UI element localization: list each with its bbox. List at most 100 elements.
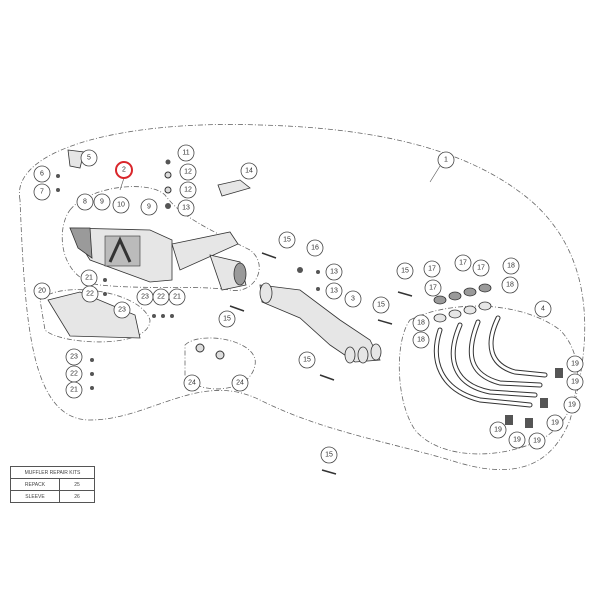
callout-number: 17	[459, 260, 467, 267]
callout-part-9: 9	[140, 198, 158, 216]
callout-circle	[231, 374, 249, 392]
callout-circle	[508, 431, 526, 449]
table-row: SLEEVE 26	[10, 490, 95, 503]
heat-shield-outline	[39, 289, 151, 343]
callout-part-7: 7	[33, 183, 51, 201]
muffler	[69, 227, 247, 291]
callout-number: 17	[428, 266, 436, 273]
callout-circle	[218, 310, 236, 328]
callout-part-4: 4	[534, 300, 552, 318]
callout-circle	[177, 144, 195, 162]
callout-part-16: 16	[306, 239, 324, 257]
callout-part-15: 15	[320, 446, 338, 464]
callout-number: 21	[70, 387, 78, 394]
gaskets	[433, 283, 492, 323]
callout-number: 6	[40, 171, 44, 178]
callout-number: 1	[444, 157, 448, 164]
callout-part-12: 12	[179, 163, 197, 181]
callout-circle	[472, 259, 490, 277]
callout-number: 13	[182, 205, 190, 212]
callout-number: 14	[245, 168, 253, 175]
callout-number: 15	[223, 316, 231, 323]
callout-number: 18	[417, 337, 425, 344]
callout-circle	[33, 165, 51, 183]
callout-circle	[528, 432, 546, 450]
callout-part-5: 5	[80, 149, 98, 167]
callout-part-19: 19	[566, 355, 584, 373]
callout-circle	[566, 355, 584, 373]
callout-circle	[177, 199, 195, 217]
callout-number: 24	[236, 380, 244, 387]
callout-circle	[396, 262, 414, 280]
callout-number: 12	[184, 187, 192, 194]
callout-part-2: 2	[115, 161, 133, 179]
callout-part-23: 23	[136, 288, 154, 306]
callout-part-15: 15	[372, 296, 390, 314]
callout-circle	[112, 196, 130, 214]
callout-part-13: 13	[177, 199, 195, 217]
callout-part-19: 19	[528, 432, 546, 450]
callout-circle	[113, 301, 131, 319]
callout-circle	[81, 285, 99, 303]
callout-part-19: 19	[508, 431, 526, 449]
callout-number: 5	[87, 155, 91, 162]
callout-part-15: 15	[396, 262, 414, 280]
callout-circle	[93, 193, 111, 211]
callout-part-15: 15	[278, 231, 296, 249]
callout-part-24: 24	[183, 374, 201, 392]
link-pipe	[259, 282, 382, 364]
callout-number: 4	[541, 306, 545, 313]
callout-number: 12	[184, 169, 192, 176]
callout-part-18: 18	[412, 331, 430, 349]
callout-part-1: 1	[437, 151, 455, 169]
callout-circle	[179, 181, 197, 199]
callout-circle	[65, 381, 83, 399]
callout-part-10: 10	[112, 196, 130, 214]
callout-part-17: 17	[472, 259, 490, 277]
callout-part-22: 22	[81, 285, 99, 303]
callout-part-3: 3	[344, 290, 362, 308]
callout-number: 13	[330, 288, 338, 295]
callout-number: 15	[377, 302, 385, 309]
callout-part-11: 11	[177, 144, 195, 162]
callout-part-23: 23	[65, 348, 83, 366]
callout-number: 19	[551, 420, 559, 427]
callout-circle	[454, 254, 472, 272]
callout-part-6: 6	[33, 165, 51, 183]
callout-circle	[501, 276, 519, 294]
kit-name: SLEEVE	[10, 490, 60, 503]
bracket	[217, 179, 251, 197]
callout-part-18: 18	[501, 276, 519, 294]
callout-number: 15	[283, 237, 291, 244]
callout-circle	[325, 282, 343, 300]
callout-number: 21	[85, 275, 93, 282]
callout-circle	[140, 198, 158, 216]
callout-part-22: 22	[152, 288, 170, 306]
callout-number: 24	[188, 380, 196, 387]
callout-part-22: 22	[65, 365, 83, 383]
callout-part-19: 19	[563, 396, 581, 414]
fasteners	[56, 159, 563, 428]
callout-part-12: 12	[179, 181, 197, 199]
callout-circle	[423, 260, 441, 278]
callout-number: 22	[70, 371, 78, 378]
callout-number: 3	[351, 296, 355, 303]
callout-circle	[183, 374, 201, 392]
callout-part-21: 21	[168, 288, 186, 306]
callout-number: 18	[507, 263, 515, 270]
callout-number: 19	[571, 361, 579, 368]
callout-part-15: 15	[218, 310, 236, 328]
callout-circle	[546, 414, 564, 432]
callout-number: 9	[100, 199, 104, 206]
callout-circle	[306, 239, 324, 257]
callout-part-13: 13	[325, 282, 343, 300]
callout-number: 13	[330, 269, 338, 276]
callout-number: 19	[513, 437, 521, 444]
callout-number: 18	[506, 282, 514, 289]
callout-part-9: 9	[93, 193, 111, 211]
callout-circle	[566, 373, 584, 391]
callout-part-19: 19	[489, 421, 507, 439]
callout-number: 9	[147, 204, 151, 211]
